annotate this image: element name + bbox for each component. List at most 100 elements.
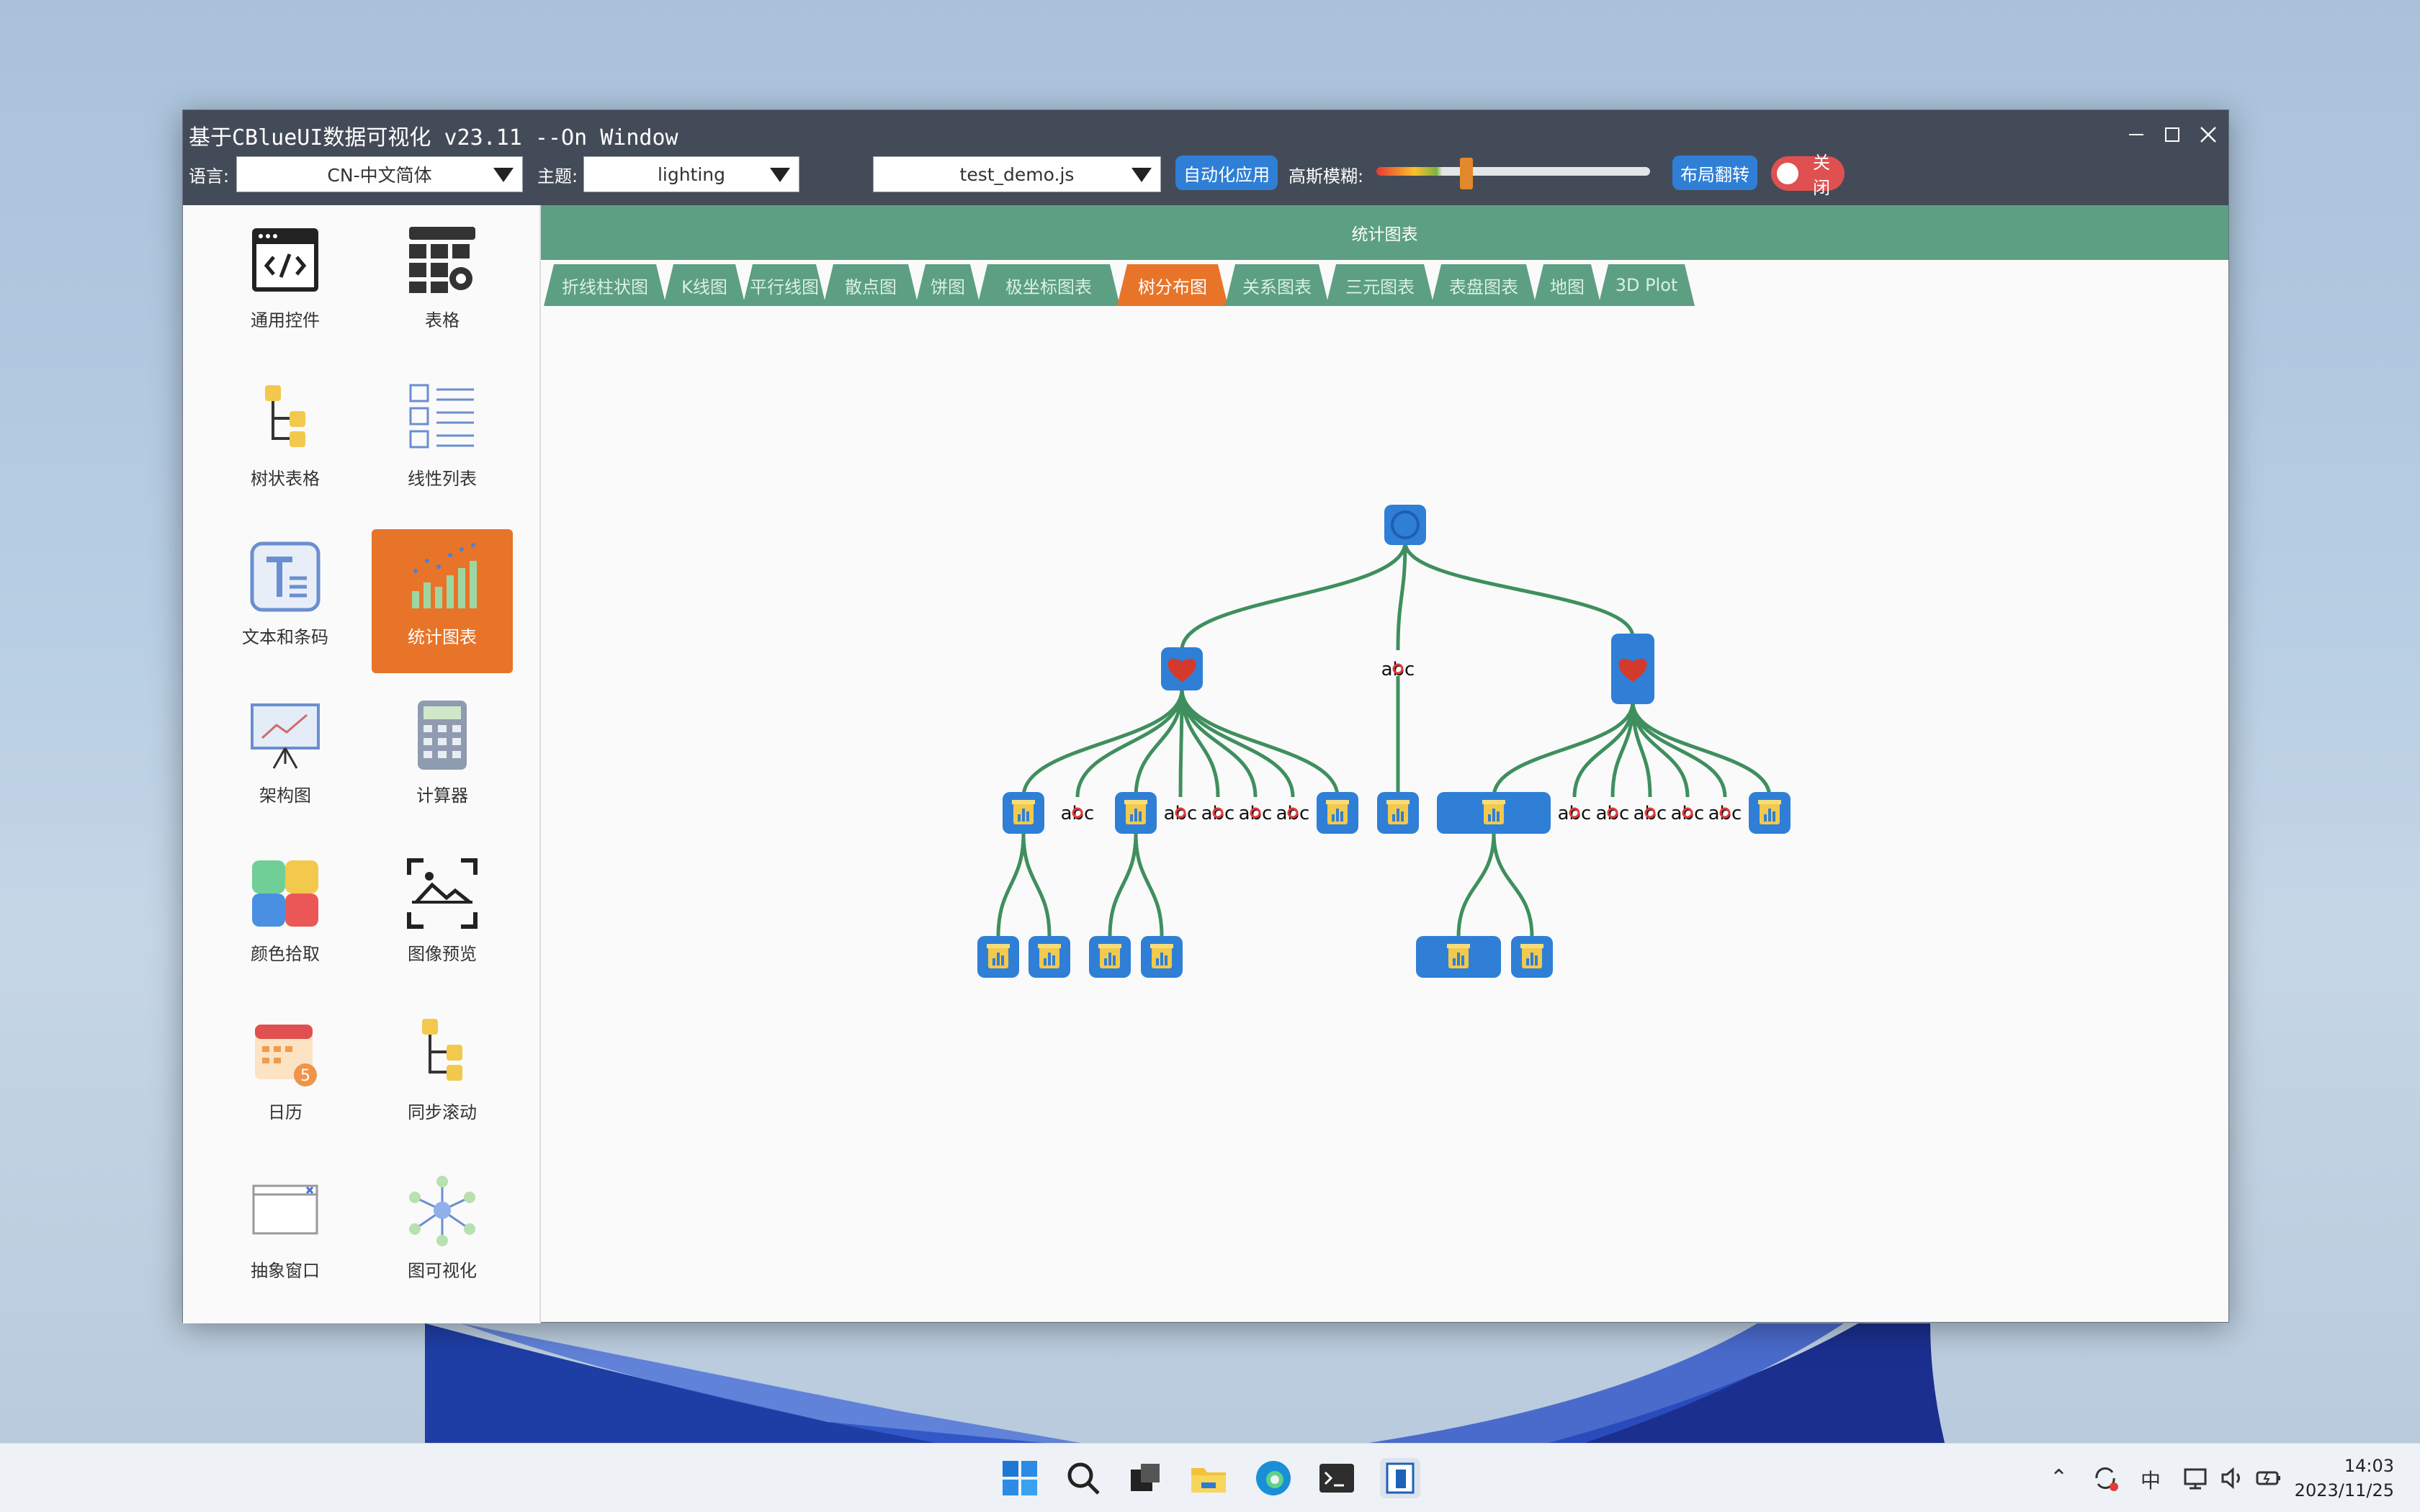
tree-edge — [1180, 688, 1340, 798]
tab-10[interactable]: 表盘图表 — [1431, 264, 1536, 306]
search-icon[interactable] — [1063, 1458, 1103, 1498]
file-explorer-icon[interactable] — [1188, 1458, 1229, 1498]
tree-text-node[interactable]: abc — [1671, 803, 1705, 824]
sidebar-item-14[interactable]: 图可视化 — [372, 1163, 513, 1307]
clock[interactable]: 14:03 2023/11/25 — [2295, 1454, 2394, 1503]
battery-icon[interactable] — [2254, 1464, 2283, 1493]
tab-3[interactable]: 平行线图 — [743, 264, 826, 306]
chevron-up-icon[interactable]: ⌃ — [2050, 1465, 2069, 1490]
tree-node[interactable] — [1161, 647, 1203, 690]
sync-icon[interactable] — [2091, 1464, 2120, 1493]
tab-1[interactable]: 折线柱状图 — [544, 264, 666, 306]
sidebar-item-8[interactable]: 计算器 — [372, 688, 513, 832]
tree-node[interactable] — [1003, 792, 1044, 834]
theme-select[interactable]: lighting — [583, 156, 799, 192]
minimize-button[interactable] — [2115, 119, 2158, 150]
tab-12[interactable]: 3D Plot — [1598, 264, 1695, 306]
tab-5[interactable]: 饼图 — [915, 264, 980, 306]
title-bar: 基于CBlueUI数据可视化 v23.11 --On Window 语言: CN… — [183, 110, 2228, 205]
tree-node[interactable] — [1377, 792, 1419, 834]
sidebar-item-label: 同步滚动 — [408, 1102, 477, 1122]
auto-apply-button[interactable]: 自动化应用 — [1175, 156, 1278, 190]
sidebar-item-12[interactable]: 同步滚动 — [372, 1004, 513, 1148]
tree-text-node[interactable]: abc — [1239, 803, 1273, 824]
tab-7[interactable]: 树分布图 — [1117, 264, 1228, 306]
tab-8[interactable]: 关系图表 — [1225, 264, 1329, 306]
terminal-icon[interactable] — [1317, 1458, 1357, 1498]
chart-bin-icon — [987, 944, 1010, 968]
sidebar-item-1[interactable]: 通用控件 — [215, 212, 356, 356]
calendar-icon: 5 — [255, 1025, 317, 1086]
tree-node[interactable] — [1511, 936, 1553, 978]
tree-node[interactable] — [1416, 936, 1501, 978]
tab-9[interactable]: 三元图表 — [1326, 264, 1434, 306]
sidebar-item-2[interactable]: 表格 — [372, 212, 513, 356]
tree-text-node[interactable]: abc — [1708, 803, 1742, 824]
layout-flip-button[interactable]: 布局翻转 — [1672, 156, 1757, 190]
language-select[interactable]: CN-中文简体 — [236, 156, 523, 192]
tab-6[interactable]: 极坐标图表 — [977, 264, 1120, 306]
linear-list-icon — [409, 384, 474, 449]
volume-icon[interactable] — [2218, 1464, 2247, 1493]
tab-4[interactable]: 散点图 — [823, 264, 918, 306]
abstract-window-icon — [252, 1184, 318, 1235]
window-title: 基于CBlueUI数据可视化 v23.11 --On Window — [189, 125, 678, 150]
tree-text-node-marker — [1175, 807, 1186, 819]
gauss-blur-slider-thumb[interactable] — [1460, 158, 1474, 189]
tree-text-node[interactable]: abc — [1164, 803, 1198, 824]
sidebar-item-label: 统计图表 — [408, 627, 477, 647]
tree-node[interactable] — [1115, 792, 1157, 834]
script-select[interactable]: test_demo.js — [873, 156, 1161, 192]
tree-node[interactable] — [1317, 792, 1358, 834]
tree-text-node-marker — [1682, 807, 1693, 819]
tree-node[interactable] — [1749, 792, 1791, 834]
tab-2[interactable]: K线图 — [663, 264, 745, 306]
tree-text-node[interactable]: abc — [1558, 803, 1592, 824]
cblueui-app-icon[interactable] — [1380, 1458, 1420, 1498]
close-button[interactable] — [2187, 119, 2230, 150]
tree-edge — [1134, 832, 1164, 937]
tree-node[interactable] — [1384, 505, 1426, 545]
chart-bin-icon — [1098, 944, 1121, 968]
tree-edge — [1456, 832, 1496, 937]
network-icon[interactable] — [2182, 1464, 2211, 1493]
sidebar-item-9[interactable]: 颜色拾取 — [215, 846, 356, 990]
bar-chart-icon — [412, 543, 477, 608]
ime-indicator[interactable]: 中 — [2141, 1469, 2161, 1493]
tree-node[interactable] — [1028, 936, 1070, 978]
tree-text-node[interactable]: abc — [1634, 803, 1667, 824]
sidebar-item-label: 文本和条码 — [242, 627, 328, 647]
tree-text-node[interactable]: abc — [1381, 659, 1415, 680]
tree-text-node[interactable]: abc — [1596, 803, 1630, 824]
tab-11[interactable]: 地图 — [1533, 264, 1601, 306]
windows-start-icon[interactable] — [1000, 1458, 1040, 1498]
sidebar-item-6[interactable]: 统计图表 — [372, 529, 513, 673]
tree-node[interactable] — [1141, 936, 1183, 978]
tree-node[interactable] — [1611, 634, 1654, 704]
maximize-icon — [2165, 127, 2179, 142]
tree-node[interactable] — [1437, 792, 1551, 834]
sidebar-item-4[interactable]: 线性列表 — [372, 371, 513, 515]
maximize-button[interactable] — [2151, 119, 2194, 150]
chart-bin-icon — [1326, 800, 1349, 824]
tree-node[interactable] — [1089, 936, 1131, 978]
sidebar-item-10[interactable]: 图像预览 — [372, 846, 513, 990]
tree-text-node[interactable]: abc — [1061, 803, 1095, 824]
gauss-blur-slider[interactable] — [1376, 167, 1650, 176]
tree-text-node[interactable]: abc — [1276, 803, 1310, 824]
sidebar-item-5[interactable]: 文本和条码 — [215, 529, 356, 673]
sidebar-item-label: 图可视化 — [408, 1261, 477, 1281]
edge-browser-icon[interactable] — [1253, 1458, 1294, 1498]
sidebar-item-13[interactable]: 抽象窗口 — [215, 1163, 356, 1307]
close-toggle[interactable]: 关闭 — [1771, 153, 1845, 198]
sidebar-item-7[interactable]: 架构图 — [215, 688, 356, 832]
task-view-icon[interactable] — [1125, 1458, 1165, 1498]
chart-bin-icon — [1012, 800, 1035, 824]
sidebar-item-3[interactable]: 树状表格 — [215, 371, 356, 515]
tree-text-node[interactable]: abc — [1201, 803, 1235, 824]
code-window-icon — [252, 228, 318, 292]
tree-node[interactable] — [977, 936, 1019, 978]
